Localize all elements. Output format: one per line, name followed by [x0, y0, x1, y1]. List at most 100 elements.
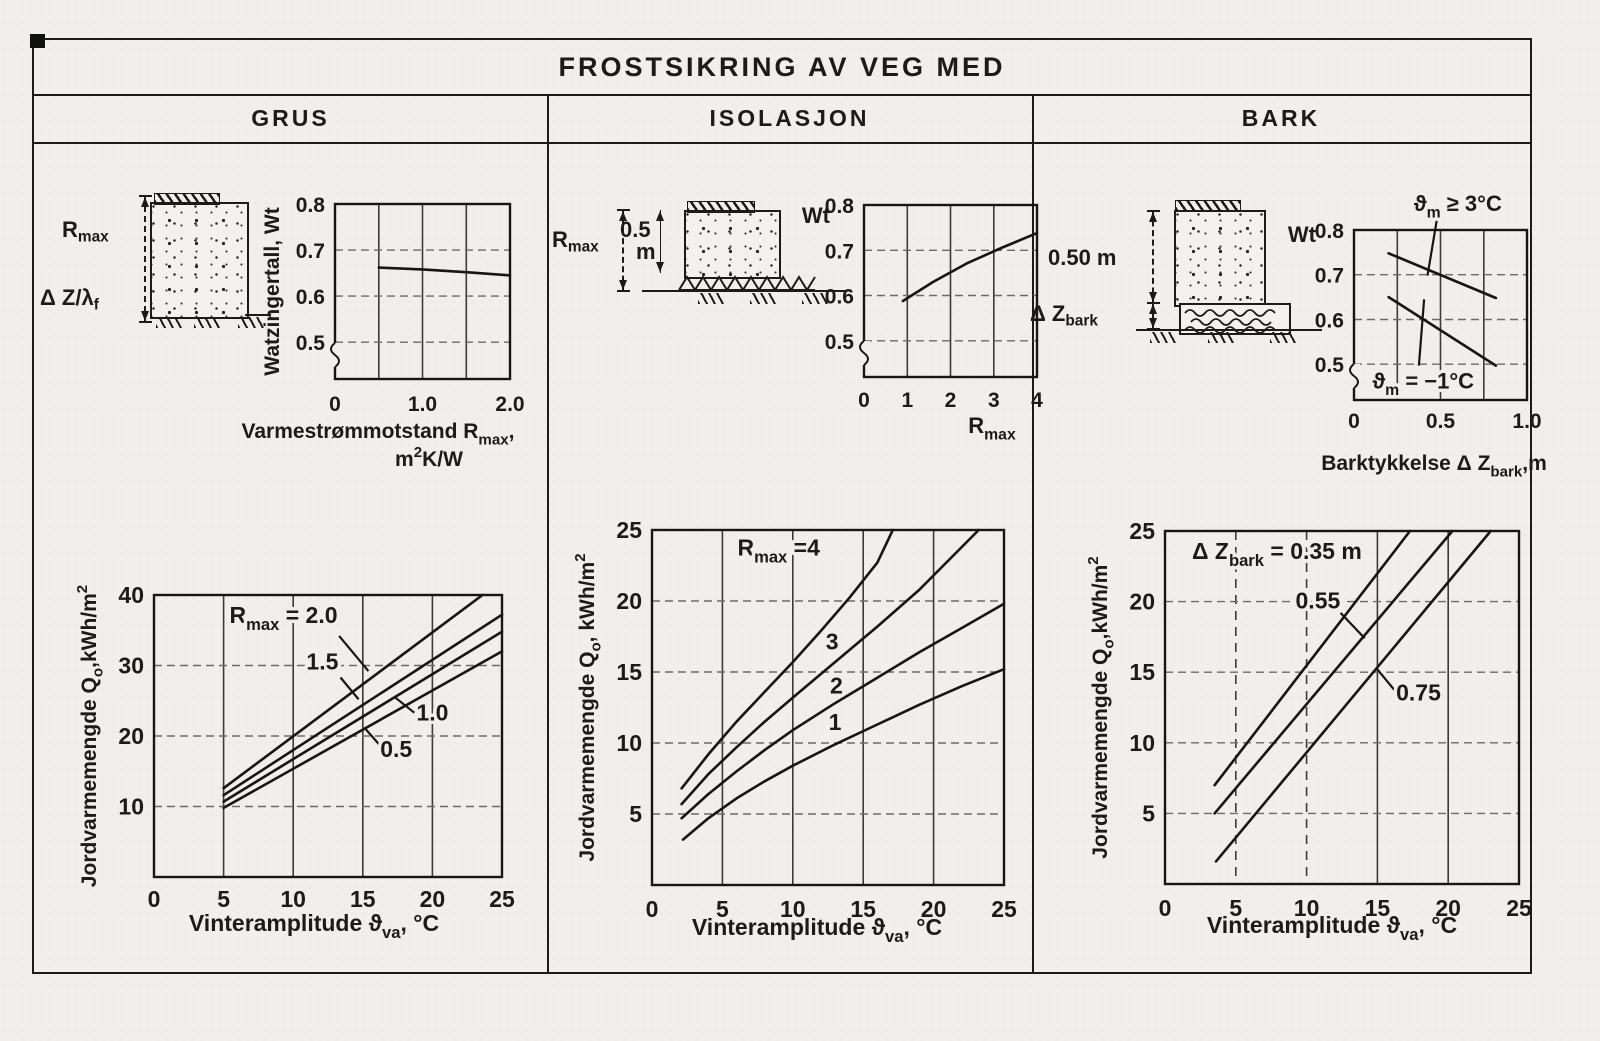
svg-text:10: 10: [280, 886, 306, 912]
svg-text:Varmestrømmotstand Rmax,: Varmestrømmotstand Rmax,: [242, 420, 515, 448]
svg-text:Vinteramplitude ϑva, °C: Vinteramplitude ϑva, °C: [692, 914, 942, 946]
column-header-grus: GRUS: [34, 94, 547, 142]
figure-title-row: FROSTSIKRING AV VEG MED: [34, 40, 1530, 94]
svg-text:25: 25: [1506, 895, 1532, 921]
svg-text:Jordvarmemengde Qo,kWh/m2: Jordvarmemengde Qo,kWh/m2: [1085, 556, 1117, 858]
ground-hatch: [238, 317, 264, 328]
svg-text:Rmax: Rmax: [968, 413, 1016, 444]
iso-rmax-label: Rmax: [552, 227, 599, 256]
svg-text:2: 2: [945, 389, 957, 412]
svg-text:0: 0: [148, 886, 161, 912]
scan-artifact: [30, 34, 45, 48]
svg-text:15: 15: [850, 896, 876, 922]
arrow-down-icon: [1149, 318, 1157, 328]
svg-text:1.0: 1.0: [408, 393, 437, 416]
ground-hatch: [802, 293, 828, 304]
svg-text:Δ Zbark = 0.35 m: Δ Zbark = 0.35 m: [1192, 538, 1362, 570]
arrow-down-icon: [1149, 292, 1157, 302]
svg-text:1: 1: [901, 389, 913, 412]
svg-text:5: 5: [1142, 800, 1155, 826]
svg-text:m2K/W: m2K/W: [395, 444, 463, 471]
ground-hatch: [698, 293, 724, 304]
svg-text:0.5: 0.5: [380, 736, 412, 762]
svg-text:0: 0: [646, 896, 659, 922]
ground-hatch: [1270, 332, 1296, 343]
svg-text:20: 20: [921, 896, 947, 922]
svg-text:Rmax =4: Rmax =4: [737, 535, 820, 567]
svg-text:10: 10: [616, 730, 642, 756]
svg-text:0.6: 0.6: [296, 286, 325, 309]
arrow-up-icon: [141, 197, 149, 207]
svg-text:0.5: 0.5: [1426, 410, 1456, 433]
ground-hatch: [1208, 332, 1234, 343]
header-divider: [34, 142, 1530, 144]
svg-text:0.75: 0.75: [1396, 679, 1441, 705]
grus-pavement-strip: [154, 193, 220, 205]
svg-text:10: 10: [118, 794, 144, 820]
svg-text:5: 5: [716, 896, 729, 922]
svg-text:0.6: 0.6: [1315, 310, 1344, 333]
grus-dz-label: Δ Z/λf: [40, 285, 99, 314]
svg-text:0.7: 0.7: [1315, 265, 1344, 288]
svg-text:20: 20: [118, 723, 144, 749]
grus-ground-line: [245, 314, 271, 316]
svg-text:10: 10: [1294, 895, 1320, 921]
svg-text:Rmax = 2.0: Rmax = 2.0: [229, 602, 337, 634]
grus-depth-dimension: [139, 195, 152, 323]
svg-text:Wt: Wt: [1288, 222, 1317, 247]
grus-gravel-layer: [150, 202, 249, 319]
bark-thickness-dimension: [1147, 303, 1160, 330]
ground-hatch: [194, 317, 220, 328]
svg-text:10: 10: [780, 896, 806, 922]
iso-depth-dimension: [656, 210, 664, 273]
title-divider: [34, 94, 1530, 96]
svg-text:5: 5: [629, 801, 642, 827]
svg-text:ϑm ≥ 3°C: ϑm ≥ 3°C: [1414, 191, 1502, 222]
bark-depth-label: 0.50 m: [1048, 245, 1117, 270]
svg-text:2: 2: [830, 672, 843, 698]
svg-text:15: 15: [1365, 895, 1391, 921]
svg-text:4: 4: [1031, 389, 1043, 412]
grus-rmax-label: Rmax: [62, 217, 109, 246]
svg-text:Vinteramplitude ϑva, °C: Vinteramplitude ϑva, °C: [189, 910, 439, 942]
dimension-tick: [1147, 328, 1160, 330]
svg-text:1: 1: [829, 709, 842, 735]
insulation-layer-zigzag: [678, 275, 816, 292]
arrow-down-icon: [619, 280, 627, 290]
svg-text:0: 0: [858, 389, 870, 412]
dimension-tick: [617, 290, 630, 292]
svg-text:40: 40: [118, 582, 144, 608]
dimension-tick: [617, 209, 630, 211]
svg-text:20: 20: [1435, 895, 1461, 921]
arrow-down-icon: [141, 311, 149, 321]
svg-text:3: 3: [988, 389, 1000, 412]
ground-hatch: [1150, 332, 1176, 343]
svg-text:25: 25: [489, 886, 515, 912]
svg-text:0.5: 0.5: [1315, 354, 1345, 377]
ground-hatch: [750, 293, 776, 304]
svg-text:0.5: 0.5: [825, 331, 855, 354]
svg-text:0.6: 0.6: [825, 286, 854, 309]
svg-text:25: 25: [616, 517, 642, 543]
svg-text:20: 20: [1129, 589, 1155, 615]
svg-text:20: 20: [420, 886, 446, 912]
svg-text:0: 0: [1348, 410, 1360, 433]
svg-text:30: 30: [118, 653, 144, 679]
bark-depth-dimension: [1147, 210, 1160, 304]
figure-frame: FROSTSIKRING AV VEG MED GRUS ISOLASJON B…: [30, 34, 1547, 974]
svg-text:0.5: 0.5: [296, 332, 326, 355]
svg-text:Wt: Wt: [802, 203, 831, 228]
svg-text:20: 20: [616, 588, 642, 614]
svg-text:0.7: 0.7: [296, 240, 325, 263]
bark-dz-label: Δ Zbark: [1030, 301, 1098, 330]
iso-ground-line: [642, 290, 846, 292]
bark-ground-line: [1136, 329, 1322, 331]
figure-title: FROSTSIKRING AV VEG MED: [558, 51, 1006, 82]
svg-text:Vinteramplitude ϑva, °C: Vinteramplitude ϑva, °C: [1207, 912, 1457, 944]
